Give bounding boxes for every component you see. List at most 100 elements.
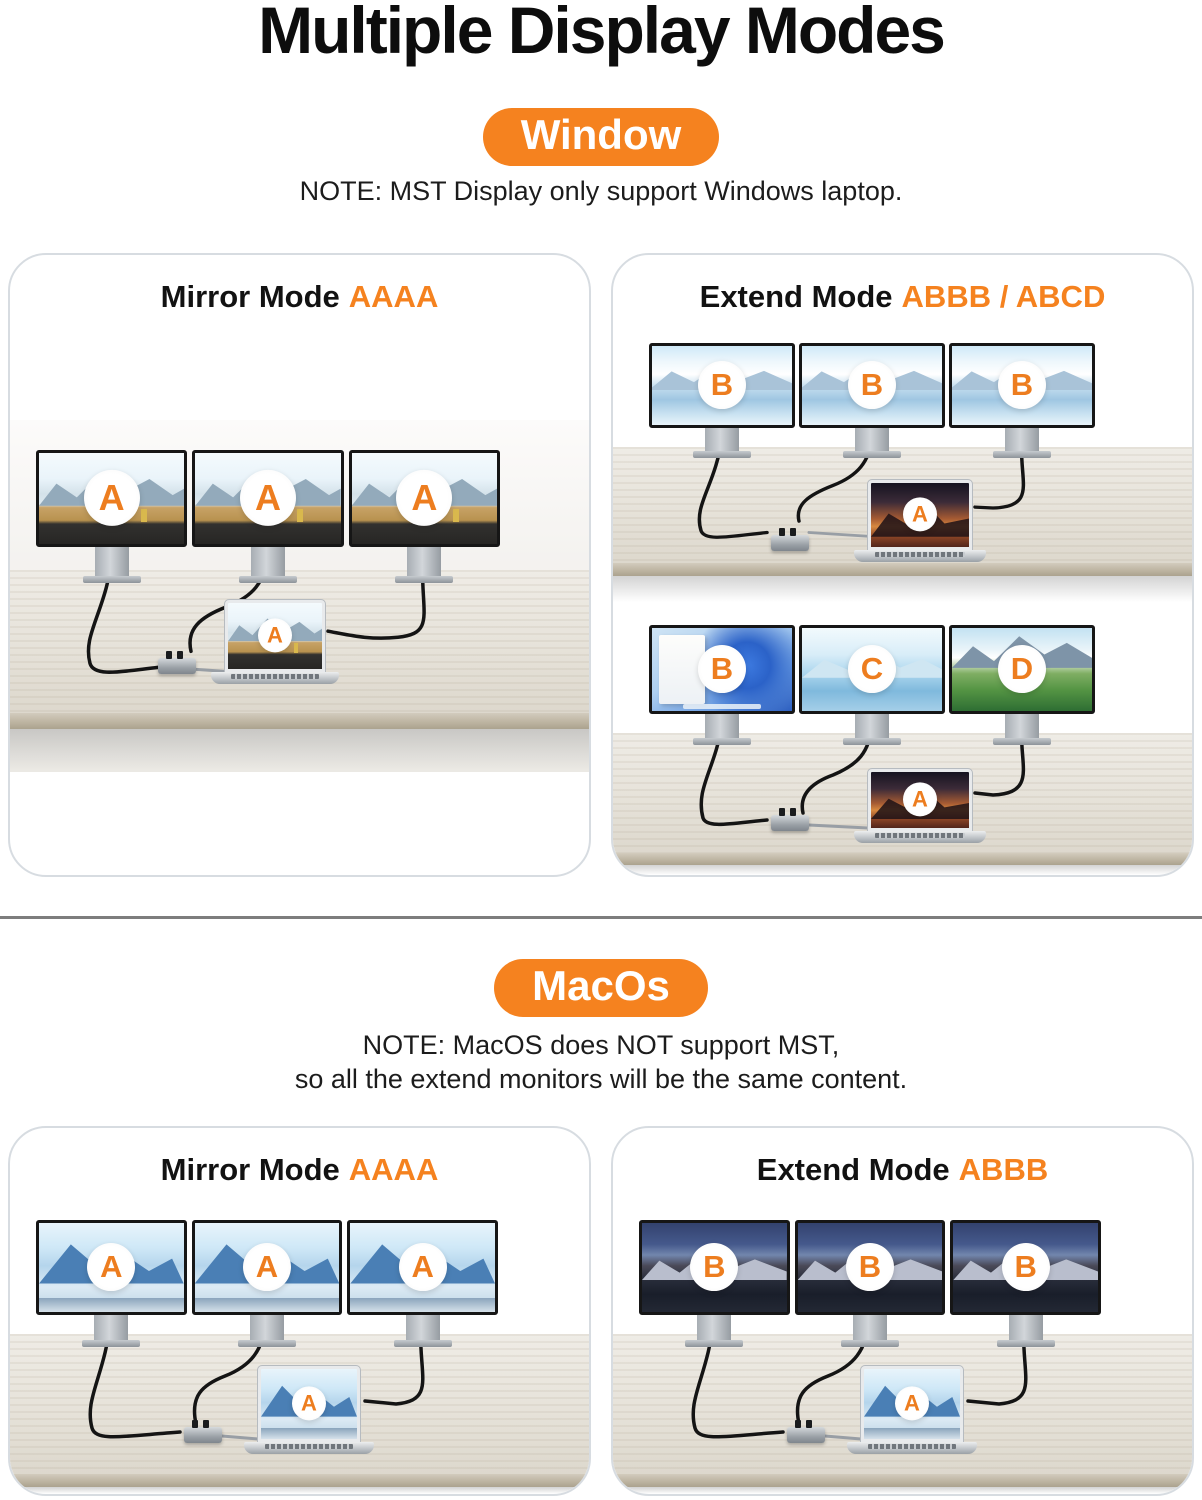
monitor-stand	[705, 428, 739, 452]
monitor-row: A A A	[36, 450, 500, 583]
monitor-screen: A	[192, 450, 344, 547]
monitor-screen: B	[649, 625, 795, 714]
monitor-stand-base	[841, 1340, 899, 1347]
display-label-badge: A	[396, 469, 453, 526]
monitor-stand	[855, 428, 889, 452]
display-label-badge: A	[895, 1386, 929, 1421]
monitor-screen: A	[36, 1220, 187, 1315]
note-line: NOTE: MacOS does NOT support MST,	[362, 1030, 840, 1060]
extend-scene-abbb: B B B	[613, 1196, 1192, 1494]
usb-hub	[771, 808, 809, 831]
monitor-stand	[853, 1315, 887, 1341]
usb-hub	[184, 1420, 222, 1443]
note-line: so all the extend monitors will be the s…	[294, 1064, 908, 1094]
laptop-screen: A	[867, 479, 973, 551]
panel-title-orange: ABBB / ABCD	[901, 279, 1106, 314]
display-label-badge: B	[848, 360, 896, 409]
monitor-screen: B	[949, 343, 1095, 428]
monitor: D	[949, 625, 1095, 745]
label-letter: A	[254, 476, 281, 518]
monitor: B	[639, 1220, 790, 1347]
monitor: B	[799, 343, 945, 458]
laptop: A	[244, 1365, 374, 1454]
note-line: NOTE: MST Display only support Windows l…	[299, 176, 903, 206]
monitor-row: B B B	[649, 343, 1095, 458]
label-letter: A	[100, 1248, 123, 1284]
monitor: A	[347, 1220, 499, 1347]
display-label-badge: A	[398, 1242, 447, 1291]
monitor: A	[36, 1220, 187, 1347]
monitor-stand-base	[843, 738, 901, 745]
label-letter: B	[858, 1248, 882, 1284]
laptop-screen: A	[867, 768, 973, 832]
usb-hub	[158, 651, 196, 674]
monitor-screen: B	[649, 343, 795, 428]
display-label-badge: B	[698, 644, 746, 693]
monitor-stand	[1005, 428, 1039, 452]
label-letter: B	[1014, 1248, 1037, 1284]
laptop-base	[211, 672, 339, 684]
display-label-badge: A	[239, 469, 296, 526]
mirror-scene: A A A	[10, 1196, 589, 1494]
monitor-row: B B B	[639, 1220, 1102, 1347]
monitor-stand	[1005, 714, 1039, 739]
windows-badge-wrap: Window	[0, 108, 1202, 166]
desk-shadow	[10, 729, 589, 770]
label-letter: A	[411, 1248, 434, 1284]
panel-title-black: Mirror Mode	[160, 1152, 340, 1187]
monitor-stand	[855, 714, 889, 739]
monitor-stand-base	[82, 576, 141, 583]
laptop: A	[847, 1365, 977, 1454]
desk-shadow	[613, 865, 1192, 875]
label-letter: B	[860, 366, 884, 402]
label-letter: B	[710, 366, 734, 402]
usb-hub	[771, 528, 809, 551]
display-label-badge: A	[83, 469, 140, 526]
display-label-badge: B	[846, 1242, 894, 1291]
section-divider	[0, 916, 1202, 919]
display-label-badge: A	[903, 782, 937, 817]
label-letter: A	[267, 622, 283, 648]
monitor-screen: B	[799, 343, 945, 428]
label-letter: A	[912, 501, 928, 527]
label-letter: B	[710, 650, 734, 686]
monitor-screen: C	[799, 625, 945, 714]
monitor-stand-base	[395, 576, 454, 583]
panel-title-black: Extend Mode	[699, 279, 893, 314]
desk-edge	[613, 853, 1192, 865]
monitor-stand	[405, 1315, 440, 1341]
laptop-base	[847, 1442, 977, 1454]
monitor-stand-base	[693, 451, 751, 458]
monitor-stand	[407, 547, 442, 577]
monitor-stand-base	[393, 1340, 452, 1347]
monitor: A	[36, 450, 188, 583]
monitor-screen: A	[191, 1220, 343, 1315]
monitor-stand	[94, 1315, 129, 1341]
monitor-screen: B	[639, 1220, 790, 1315]
macos-badge-wrap: MacOs	[0, 959, 1202, 1017]
monitor-stand-base	[82, 1340, 141, 1347]
laptop: A	[854, 479, 986, 562]
extend-scene-abbb: B B B	[613, 335, 1192, 603]
windows-badge: Window	[482, 108, 720, 166]
laptop-screen: A	[257, 1365, 361, 1443]
monitor: A	[191, 1220, 343, 1347]
monitor-stand	[250, 1315, 284, 1341]
monitor-screen: B	[794, 1220, 946, 1315]
label-letter: D	[1010, 650, 1034, 686]
panel-title-black: Mirror Mode	[160, 279, 340, 314]
laptop: A	[211, 599, 339, 684]
monitor-screen: A	[347, 1220, 499, 1315]
laptop-base	[854, 550, 986, 562]
monitor-screen: A	[36, 450, 188, 547]
monitor-row: A A A	[36, 1220, 499, 1347]
monitor: A	[348, 450, 500, 583]
label-letter: B	[703, 1248, 726, 1284]
laptop: A	[854, 768, 986, 843]
desk-shadow	[613, 576, 1192, 602]
